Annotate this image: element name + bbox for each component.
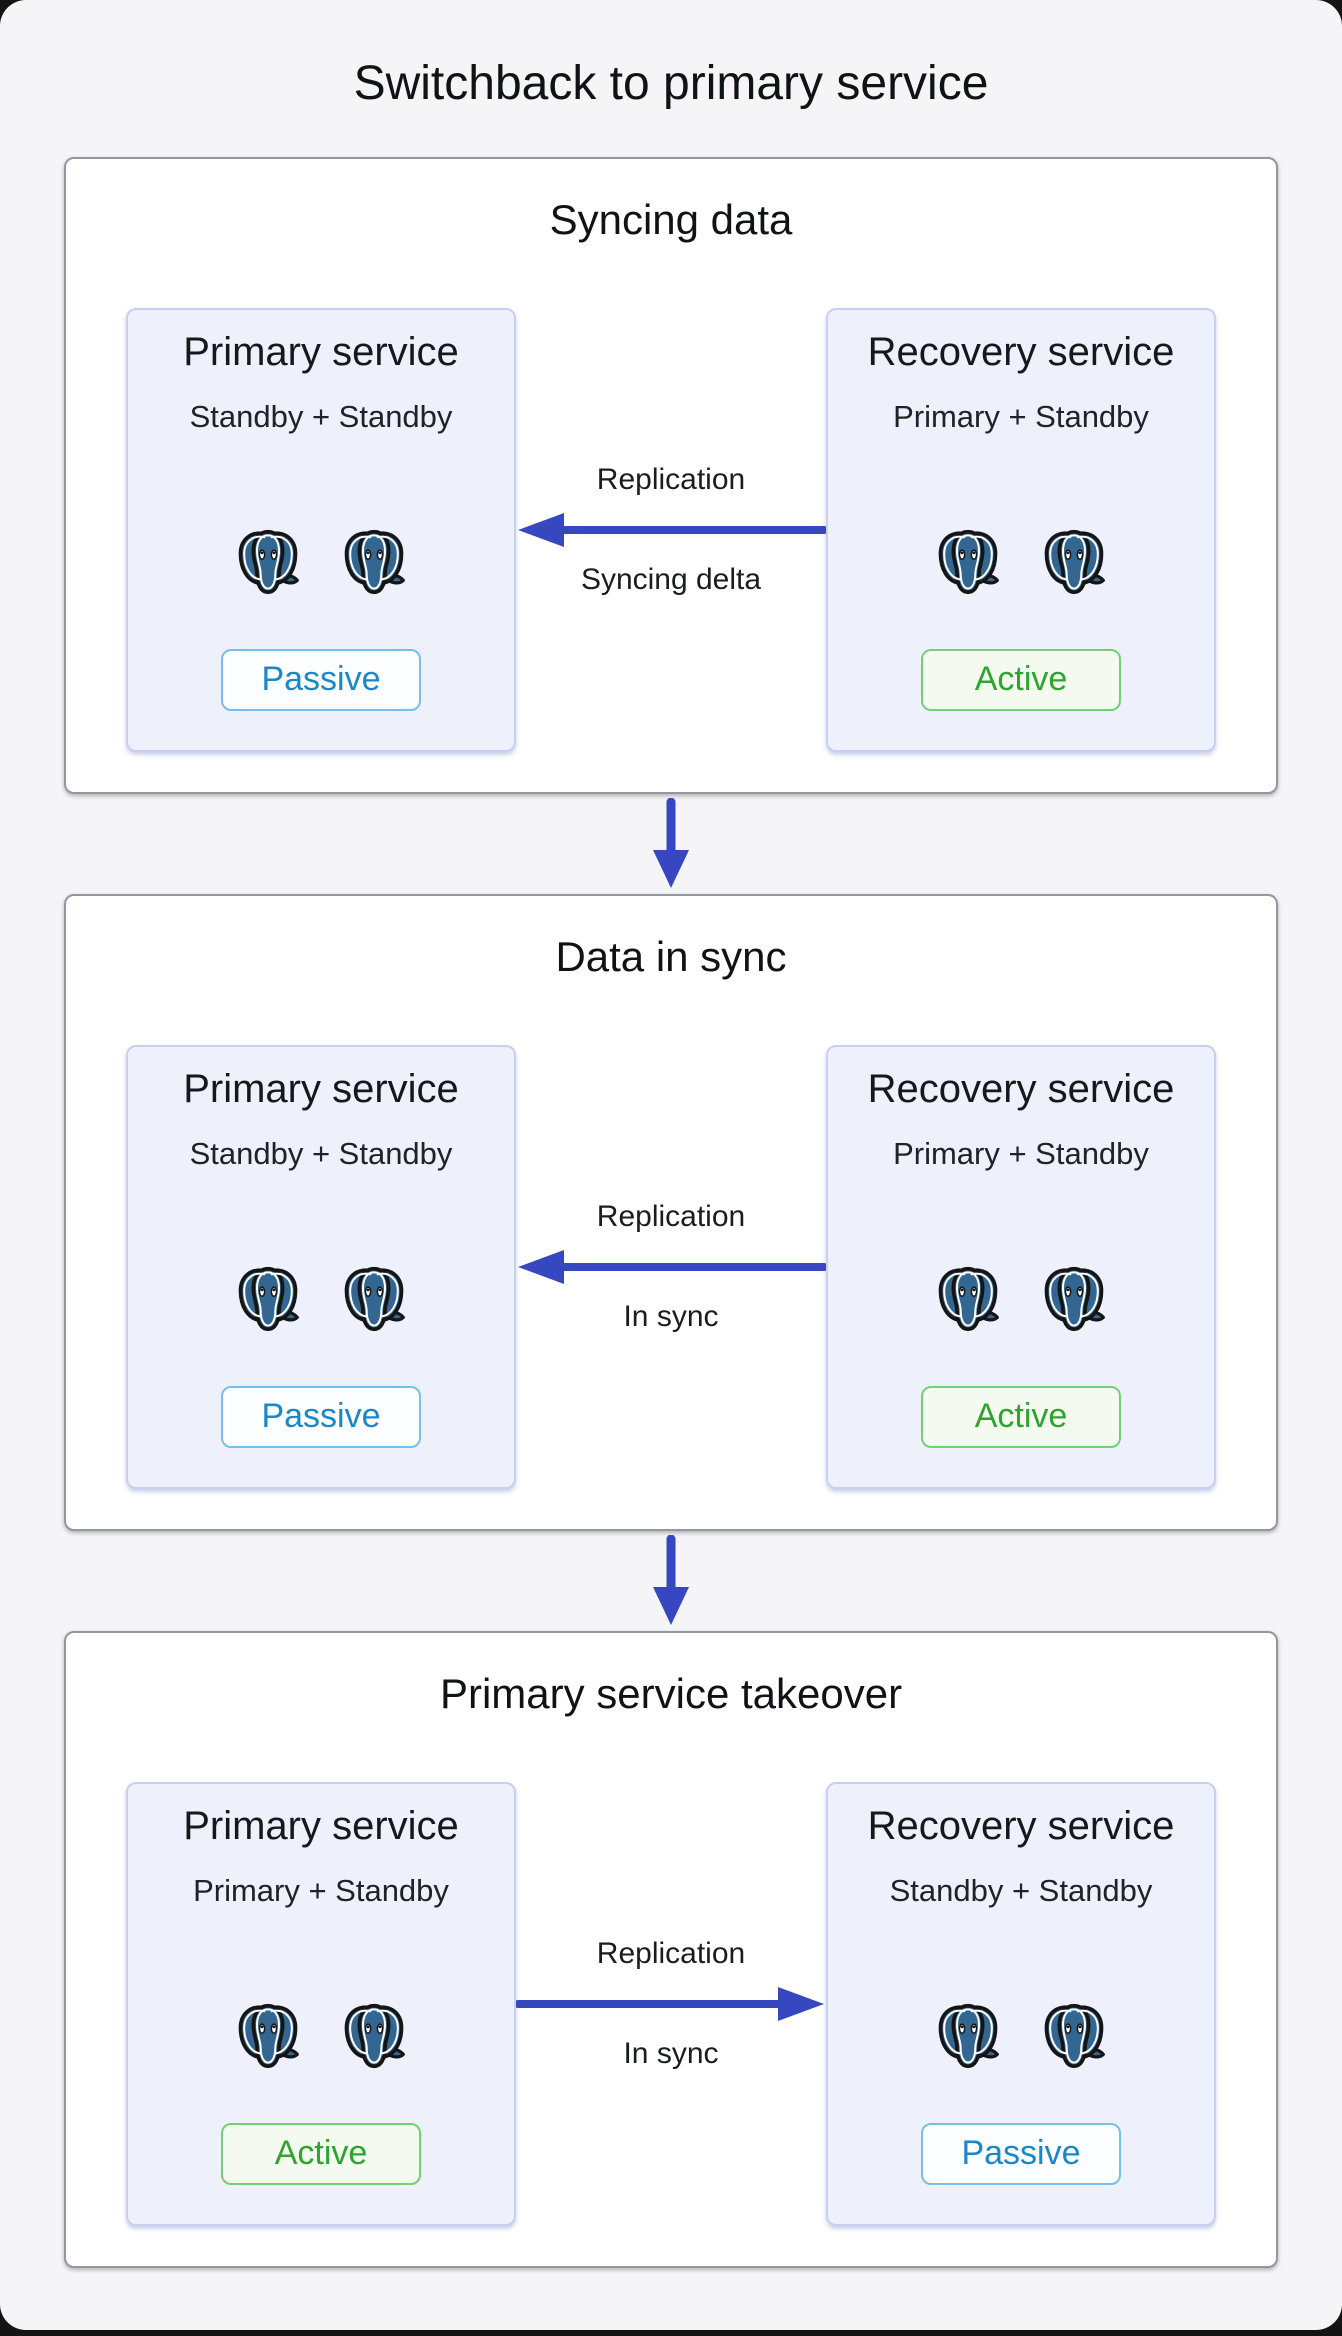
- stage-title: Primary service takeover: [439, 1670, 903, 1718]
- postgresql-elephant-icon: [935, 1264, 1001, 1334]
- postgresql-elephant-icon: [341, 527, 407, 597]
- replication-link: Replication In sync: [516, 1782, 826, 2226]
- card-subtitle: Primary + Standby: [193, 1872, 449, 1908]
- stage-row: Primary service Standby + Standby Passiv…: [126, 307, 1216, 752]
- flow-down-arrow-icon: [653, 798, 689, 889]
- replication-link: Replication Syncing delta: [516, 308, 826, 752]
- postgresql-elephant-icon: [935, 527, 1001, 597]
- card-subtitle: Standby + Standby: [189, 1135, 453, 1171]
- replication-arrow-right-icon: [516, 1986, 824, 2021]
- stage-row: Primary service Standby + Standby Passiv…: [126, 1044, 1216, 1489]
- stage-data-in-sync: Data in sync Primary service Standby + S…: [64, 894, 1278, 1532]
- card-title: Recovery service: [867, 329, 1175, 374]
- status-badge: Passive: [221, 1385, 421, 1448]
- database-icons: [235, 1264, 407, 1334]
- card-title: Primary service: [183, 329, 459, 374]
- card-title: Recovery service: [867, 1066, 1175, 1111]
- postgresql-elephant-icon: [1041, 2001, 1107, 2071]
- arrow-label-bottom: In sync: [623, 1299, 719, 1333]
- recovery-service-card: Recovery service Primary + Standby Activ…: [826, 1044, 1216, 1489]
- postgresql-elephant-icon: [341, 2001, 407, 2071]
- arrow-label-top: Replication: [596, 1936, 746, 1970]
- status-badge: Active: [921, 1385, 1121, 1448]
- status-badge: Active: [221, 2122, 421, 2185]
- page-title: Switchback to primary service: [353, 57, 989, 110]
- card-subtitle: Primary + Standby: [893, 1135, 1149, 1171]
- database-icons: [935, 2001, 1107, 2071]
- arrow-label-bottom: In sync: [623, 2036, 719, 2070]
- primary-service-card: Primary service Primary + Standby Active: [126, 1781, 516, 2226]
- database-icons: [235, 2001, 407, 2071]
- status-badge: Passive: [221, 648, 421, 711]
- status-badge: Active: [921, 648, 1121, 711]
- postgresql-elephant-icon: [935, 2001, 1001, 2071]
- arrow-label-top: Replication: [596, 462, 746, 496]
- stage-syncing-data: Syncing data Primary service Standby + S…: [64, 157, 1278, 795]
- card-subtitle: Standby + Standby: [189, 398, 453, 434]
- card-title: Primary service: [183, 1803, 459, 1848]
- database-icons: [935, 1264, 1107, 1334]
- stage-connector: [0, 794, 1342, 894]
- stage-connector: [0, 1531, 1342, 1631]
- postgresql-elephant-icon: [235, 1264, 301, 1334]
- primary-service-card: Primary service Standby + Standby Passiv…: [126, 1044, 516, 1489]
- postgresql-elephant-icon: [235, 2001, 301, 2071]
- stage-primary-service-takeover: Primary service takeover Primary service…: [64, 1631, 1278, 2269]
- status-badge: Passive: [921, 2122, 1121, 2185]
- stage-title: Data in sync: [555, 933, 787, 981]
- replication-arrow-left-icon: [518, 1249, 826, 1284]
- stage-title: Syncing data: [549, 196, 793, 244]
- postgresql-elephant-icon: [235, 527, 301, 597]
- database-icons: [935, 527, 1107, 597]
- arrow-label-bottom: Syncing delta: [580, 562, 762, 596]
- replication-link: Replication In sync: [516, 1045, 826, 1489]
- arrow-label-top: Replication: [596, 1199, 746, 1233]
- database-icons: [235, 527, 407, 597]
- card-title: Primary service: [183, 1066, 459, 1111]
- postgresql-elephant-icon: [341, 1264, 407, 1334]
- recovery-service-card: Recovery service Primary + Standby Activ…: [826, 307, 1216, 752]
- flow-down-arrow-icon: [653, 1535, 689, 1626]
- card-subtitle: Standby + Standby: [889, 1872, 1153, 1908]
- recovery-service-card: Recovery service Standby + Standby Passi…: [826, 1781, 1216, 2226]
- primary-service-card: Primary service Standby + Standby Passiv…: [126, 307, 516, 752]
- card-subtitle: Primary + Standby: [893, 398, 1149, 434]
- postgresql-elephant-icon: [1041, 1264, 1107, 1334]
- postgresql-elephant-icon: [1041, 527, 1107, 597]
- stage-row: Primary service Primary + Standby Active…: [126, 1781, 1216, 2226]
- card-title: Recovery service: [867, 1803, 1175, 1848]
- replication-arrow-left-icon: [518, 512, 826, 547]
